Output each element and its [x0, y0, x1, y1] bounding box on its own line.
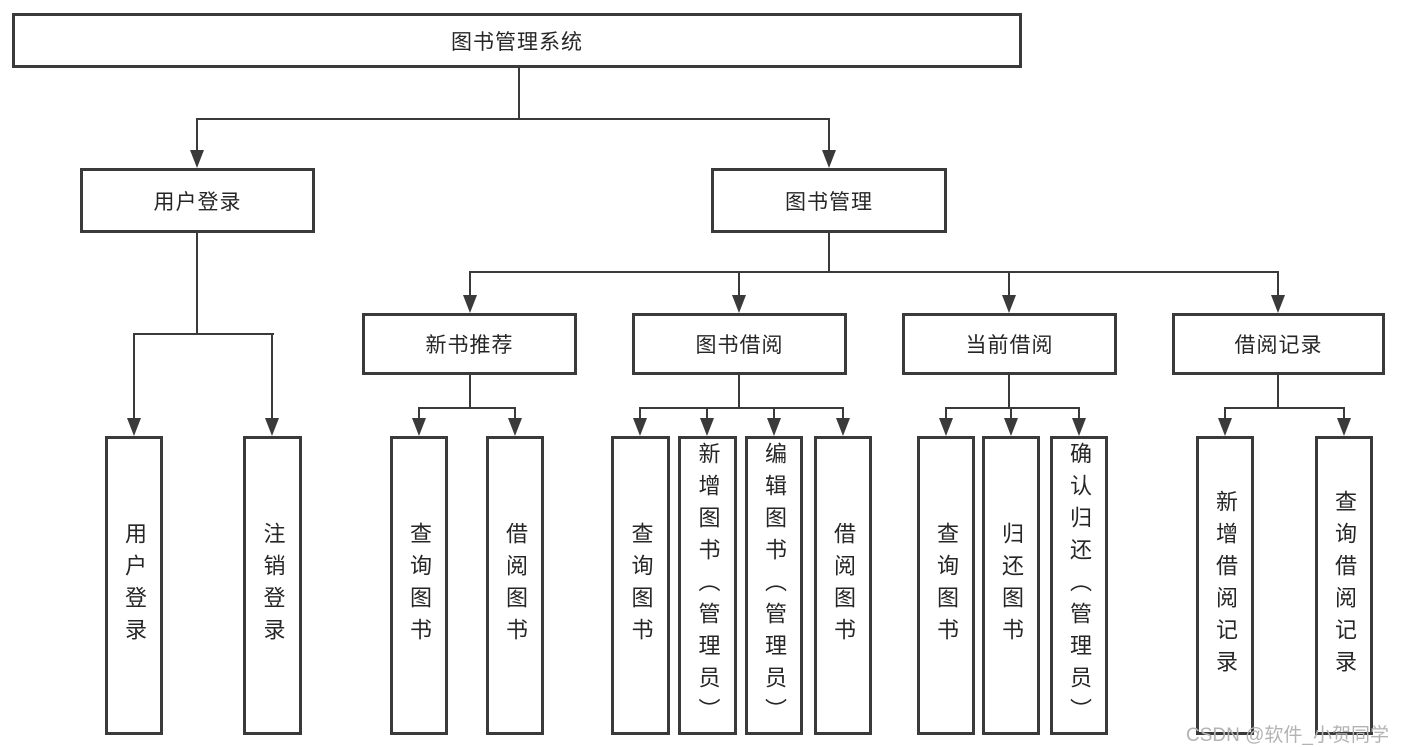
leaf-query-books-borrowing: 查询图书 [611, 436, 670, 735]
node-user-login-label: 用户登录 [153, 190, 242, 214]
arrow-down-icon [939, 418, 953, 436]
connector-drop-node [1008, 271, 1010, 297]
node-current-borrowing: 当前借阅 [902, 313, 1117, 375]
node-book-borrowing: 图书借阅 [632, 313, 847, 375]
leaf-edit-books-admin: 编辑图书（管理员） [745, 436, 803, 735]
connector-level2-branch [469, 271, 1279, 273]
leaf-borrow-books-recommend-label: 借阅图书 [503, 521, 528, 650]
connector-level1-branch [196, 118, 830, 120]
leaf-user-login-label: 用户登录 [122, 521, 147, 650]
connector-recommend-stem [469, 373, 471, 409]
arrow-down-icon [265, 418, 279, 436]
connector-drop-leaf [773, 407, 775, 420]
connector-drop-leaf [1010, 407, 1012, 420]
arrow-down-icon [1004, 418, 1018, 436]
connector-current-branch [945, 407, 1080, 409]
leaf-return-books-label: 归还图书 [999, 521, 1024, 650]
connector-drop-leaf [945, 407, 947, 420]
node-borrowing-records: 借阅记录 [1172, 313, 1385, 375]
arrow-down-icon [1337, 418, 1351, 436]
leaf-query-books-recommend-label: 查询图书 [407, 521, 432, 650]
node-borrowing-records-label: 借阅记录 [1234, 334, 1323, 357]
arrow-down-icon [1072, 418, 1086, 436]
connector-drop-leaf [706, 407, 708, 420]
node-book-borrowing-label: 图书借阅 [695, 334, 784, 357]
connector-recommend-branch [418, 407, 516, 409]
node-user-login: 用户登录 [80, 168, 315, 233]
connector-drop-leaf [639, 407, 641, 420]
leaf-query-borrow-record-label: 查询借阅记录 [1332, 489, 1357, 682]
leaf-logout: 注销登录 [243, 436, 302, 735]
connector-book-management-stem [828, 231, 830, 273]
connector-drop-node [1277, 271, 1279, 297]
connector-drop-user-login [196, 118, 198, 152]
leaf-edit-books-admin-label: 编辑图书（管理员） [762, 441, 787, 730]
connector-drop-node [469, 271, 471, 297]
connector-borrowing-stem [738, 373, 740, 409]
node-current-borrowing-label: 当前借阅 [965, 334, 1054, 357]
arrow-down-icon [836, 418, 850, 436]
leaf-add-borrow-record-label: 新增借阅记录 [1213, 489, 1238, 682]
arrow-down-icon [633, 418, 647, 436]
arrow-down-icon [1271, 295, 1285, 313]
node-new-book-recommendation: 新书推荐 [362, 313, 577, 375]
leaf-query-borrow-record: 查询借阅记录 [1315, 436, 1373, 735]
leaf-confirm-return-admin-label: 确认归还（管理员） [1067, 441, 1092, 730]
connector-drop-leaf [418, 407, 420, 420]
leaf-logout-label: 注销登录 [260, 521, 286, 650]
leaf-return-books: 归还图书 [982, 436, 1040, 735]
leaf-add-books-admin: 新增图书（管理员） [678, 436, 737, 735]
connector-records-branch [1224, 407, 1345, 409]
csdn-watermark: CSDN @软件_小贺同学 [1186, 725, 1389, 746]
arrow-down-icon [127, 418, 141, 436]
arrow-down-icon [822, 150, 836, 168]
connector-current-stem [1008, 373, 1010, 409]
connector-drop-node [738, 271, 740, 297]
connector-drop-leaf [133, 333, 135, 419]
node-new-book-recommendation-label: 新书推荐 [425, 334, 514, 357]
arrow-down-icon [463, 295, 477, 313]
connector-drop-leaf [1343, 407, 1345, 420]
leaf-user-login: 用户登录 [105, 436, 163, 735]
node-system-root: 图书管理系统 [12, 13, 1022, 68]
connector-user-login-stem [196, 231, 198, 335]
leaf-confirm-return-admin: 确认归还（管理员） [1050, 436, 1108, 735]
arrow-down-icon [700, 418, 714, 436]
connector-root-stem [518, 66, 520, 120]
connector-borrowing-branch [639, 407, 844, 409]
leaf-query-books-current-label: 查询图书 [934, 521, 959, 650]
connector-drop-leaf [1224, 407, 1226, 420]
arrow-down-icon [1002, 295, 1016, 313]
leaf-query-books-borrowing-label: 查询图书 [628, 521, 654, 650]
connector-records-stem [1277, 373, 1279, 409]
arrow-down-icon [412, 418, 426, 436]
node-system-root-label: 图书管理系统 [451, 30, 583, 54]
connector-drop-leaf [842, 407, 844, 420]
arrow-down-icon [190, 150, 204, 168]
node-book-management: 图书管理 [711, 168, 947, 233]
connector-drop-leaf [271, 333, 273, 419]
leaf-add-borrow-record: 新增借阅记录 [1196, 436, 1254, 735]
leaf-borrow-books-recommend: 借阅图书 [486, 436, 544, 735]
leaf-borrow-books-borrowing-label: 借阅图书 [831, 521, 856, 650]
arrow-down-icon [732, 295, 746, 313]
leaf-query-books-current: 查询图书 [917, 436, 975, 735]
leaf-query-books-recommend: 查询图书 [390, 436, 448, 735]
leaf-add-books-admin-label: 新增图书（管理员） [695, 441, 721, 730]
connector-drop-leaf [1078, 407, 1080, 420]
connector-drop-leaf [514, 407, 516, 420]
arrow-down-icon [1218, 418, 1232, 436]
node-book-management-label: 图书管理 [785, 190, 873, 214]
connector-drop-book-management [828, 118, 830, 152]
arrow-down-icon [767, 418, 781, 436]
leaf-borrow-books-borrowing: 借阅图书 [814, 436, 872, 735]
arrow-down-icon [508, 418, 522, 436]
connector-user-login-branch [133, 333, 274, 335]
